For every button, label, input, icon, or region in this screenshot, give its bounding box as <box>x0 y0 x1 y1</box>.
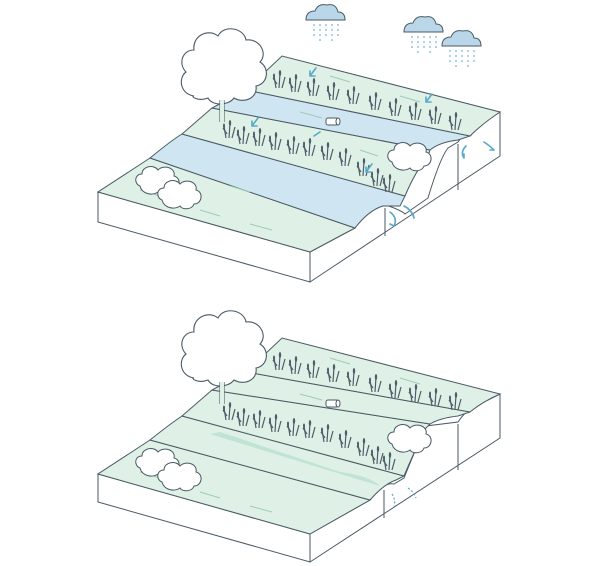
rain-cloud-icon <box>305 3 346 43</box>
flow-arrow-icon <box>251 67 495 227</box>
damp-swale-bed <box>148 415 406 501</box>
rain-cloud-icon <box>403 16 444 55</box>
flow-arrow-icon <box>391 487 417 507</box>
panel-dry-state <box>96 310 502 563</box>
pooled-water <box>148 133 406 229</box>
culvert-pipe-icon <box>325 399 341 408</box>
rain-cloud-icon <box>441 30 482 69</box>
culvert-pipe-icon <box>325 117 341 126</box>
panel-wet-state <box>96 3 502 283</box>
shrub-icon <box>387 142 432 172</box>
